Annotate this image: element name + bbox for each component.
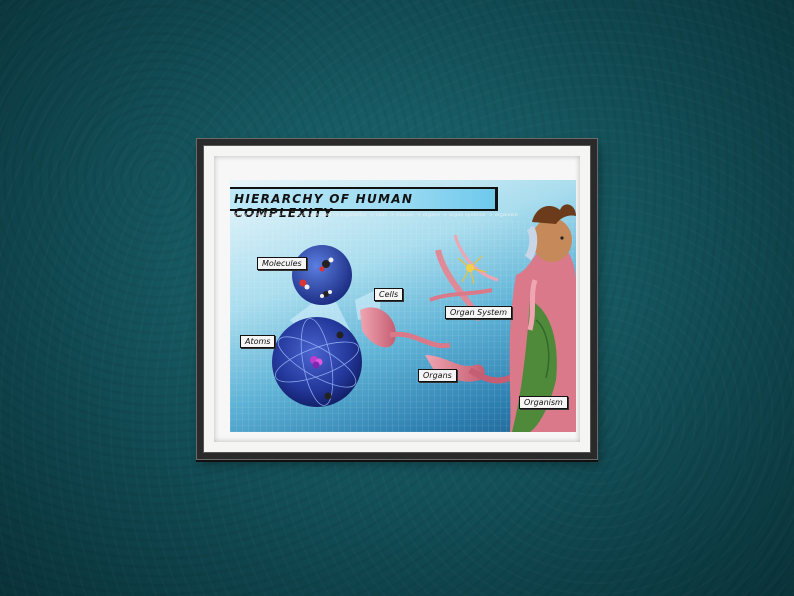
- electron: [336, 331, 344, 339]
- organ-tube: [527, 279, 538, 331]
- cell-tissue: [360, 307, 396, 348]
- label-molecules: Molecules: [257, 257, 307, 270]
- eye: [560, 236, 564, 240]
- electron: [324, 392, 332, 400]
- atom-orbits: [274, 318, 360, 406]
- tissue-strand: [389, 331, 451, 349]
- molecules-sphere: [292, 245, 352, 305]
- organs-shape: [425, 355, 485, 382]
- leaf-vein: [535, 319, 550, 379]
- brain-exposed: [524, 225, 538, 261]
- picture-frame: HIERARCHY OF HUMAN COMPLEXITY atoms -> m…: [196, 138, 598, 460]
- molecule-cluster: [299, 257, 334, 298]
- poster-title: HIERARCHY OF HUMAN COMPLEXITY: [234, 192, 414, 220]
- label-organism: Organism: [519, 396, 568, 409]
- head: [532, 218, 572, 262]
- hair: [532, 204, 576, 224]
- label-cells: Cells: [374, 288, 404, 301]
- label-atoms: Atoms: [240, 335, 276, 348]
- neuron-body: [466, 264, 474, 272]
- illustration: [272, 204, 576, 432]
- organ-system-tube: [429, 288, 493, 302]
- title-banner: HIERARCHY OF HUMAN COMPLEXITY: [230, 187, 498, 220]
- label-organ-system: Organ System: [445, 306, 513, 319]
- frame-mat: HIERARCHY OF HUMAN COMPLEXITY atoms -> m…: [214, 156, 580, 442]
- organ-system-tube: [453, 234, 499, 282]
- label-organs: Organs: [418, 369, 457, 382]
- poster-subtitle: atoms -> molecules -> macromolecules -> …: [232, 213, 518, 218]
- poster-artwork: HIERARCHY OF HUMAN COMPLEXITY atoms -> m…: [230, 180, 576, 432]
- atom-nucleus: [310, 356, 323, 369]
